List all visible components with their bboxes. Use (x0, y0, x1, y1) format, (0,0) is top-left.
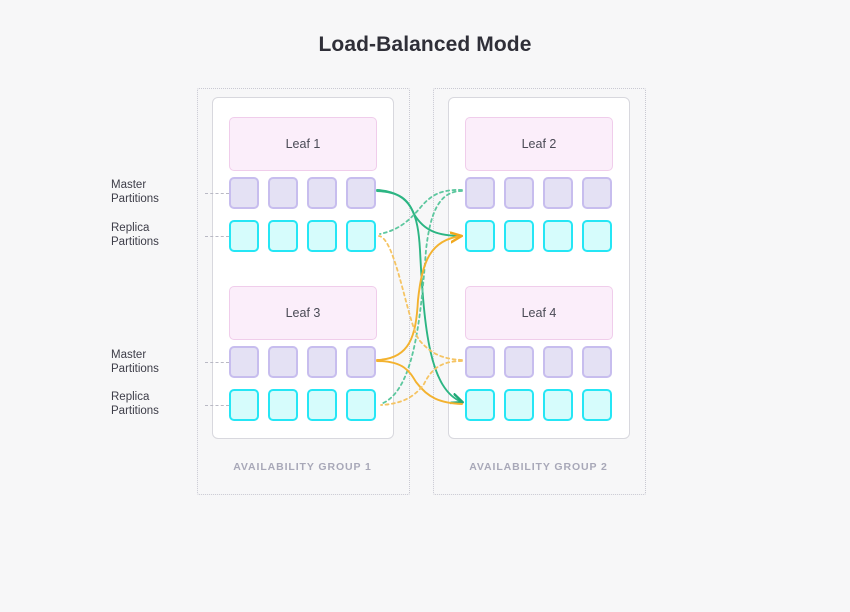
partition-replica-leaf1-1[interactable] (268, 220, 298, 252)
label-master-partitions-1: Master Partitions (111, 179, 201, 206)
partition-master-leaf4-0[interactable] (465, 346, 495, 378)
partition-master-leaf4-1[interactable] (504, 346, 534, 378)
partition-replica-leaf3-3[interactable] (346, 389, 376, 421)
partition-master-leaf4-3[interactable] (582, 346, 612, 378)
partition-master-leaf1-2[interactable] (307, 177, 337, 209)
partition-replica-leaf3-2[interactable] (307, 389, 337, 421)
label-replica-partitions-2: Replica Partitions (111, 391, 201, 418)
partition-master-leaf3-2[interactable] (307, 346, 337, 378)
leaf-node-2[interactable]: Leaf 2 (465, 117, 613, 171)
partition-replica-leaf1-0[interactable] (229, 220, 259, 252)
partition-master-leaf3-3[interactable] (346, 346, 376, 378)
partition-replica-leaf1-3[interactable] (346, 220, 376, 252)
partition-replica-leaf3-0[interactable] (229, 389, 259, 421)
partition-replica-leaf3-1[interactable] (268, 389, 298, 421)
availability-group-2-caption: AVAILABILITY GROUP 2 (469, 461, 608, 473)
label-master-partitions-2-line1: Master (111, 349, 147, 361)
leaf-node-3[interactable]: Leaf 3 (229, 286, 377, 340)
partition-master-leaf3-1[interactable] (268, 346, 298, 378)
partition-master-leaf2-3[interactable] (582, 177, 612, 209)
partition-replica-leaf2-0[interactable] (465, 220, 495, 252)
label-replica-partitions-1-line2: Partitions (111, 235, 159, 248)
partition-replica-leaf4-0[interactable] (465, 389, 495, 421)
label-replica-partitions-2-line2: Partitions (111, 404, 159, 417)
partition-replica-leaf1-2[interactable] (307, 220, 337, 252)
leaf-node-4[interactable]: Leaf 4 (465, 286, 613, 340)
leaf-node-1-label: Leaf 1 (285, 137, 321, 151)
page-title: Load-Balanced Mode (318, 33, 532, 56)
label-master-partitions-2-line2: Partitions (111, 362, 159, 375)
partition-replica-leaf4-1[interactable] (504, 389, 534, 421)
partition-replica-leaf2-2[interactable] (543, 220, 573, 252)
leaf-node-3-label: Leaf 3 (285, 306, 321, 320)
leader-line-replica-1 (205, 236, 229, 237)
label-replica-partitions-1: Replica Partitions (111, 222, 201, 249)
partition-master-leaf2-0[interactable] (465, 177, 495, 209)
leaf-node-4-label: Leaf 4 (521, 306, 557, 320)
label-replica-partitions-1-line1: Replica (111, 222, 150, 234)
leaf-node-2-label: Leaf 2 (521, 137, 557, 151)
partition-replica-leaf2-1[interactable] (504, 220, 534, 252)
label-master-partitions-1-line2: Partitions (111, 192, 159, 205)
leader-line-replica-2 (205, 405, 229, 406)
partition-replica-leaf2-3[interactable] (582, 220, 612, 252)
partition-master-leaf2-1[interactable] (504, 177, 534, 209)
leaf-node-1[interactable]: Leaf 1 (229, 117, 377, 171)
label-replica-partitions-2-line1: Replica (111, 391, 150, 403)
partition-replica-leaf4-3[interactable] (582, 389, 612, 421)
partition-master-leaf3-0[interactable] (229, 346, 259, 378)
partition-master-leaf2-2[interactable] (543, 177, 573, 209)
leader-line-master-1 (205, 193, 229, 194)
label-master-partitions-2: Master Partitions (111, 349, 201, 376)
partition-replica-leaf4-2[interactable] (543, 389, 573, 421)
partition-master-leaf1-3[interactable] (346, 177, 376, 209)
label-master-partitions-1-line1: Master (111, 179, 147, 191)
leader-line-master-2 (205, 362, 229, 363)
partition-master-leaf1-0[interactable] (229, 177, 259, 209)
partition-master-leaf1-1[interactable] (268, 177, 298, 209)
partition-master-leaf4-2[interactable] (543, 346, 573, 378)
availability-group-1-caption: AVAILABILITY GROUP 1 (233, 461, 372, 473)
